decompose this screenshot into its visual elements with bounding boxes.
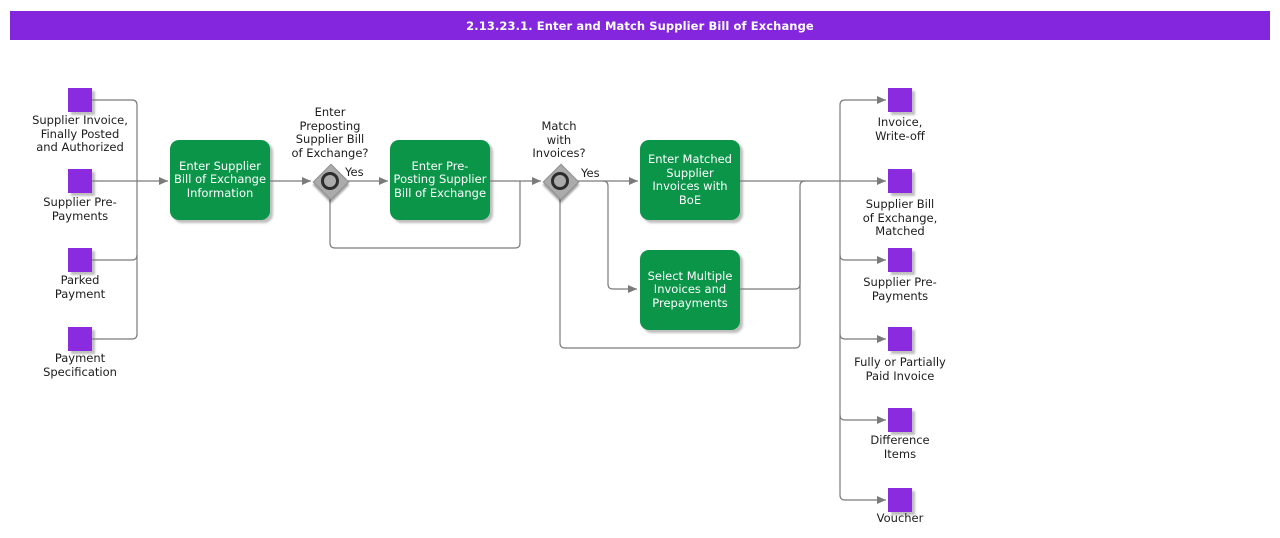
artifact-invoice-write-off-icon[interactable] xyxy=(888,88,912,112)
gateway-match-with-invoices-decision[interactable] xyxy=(542,163,580,201)
artifact-supplier-invoice-finally-posted-label: Supplier Invoice, Finally Posted and Aut… xyxy=(32,113,128,154)
connector-activity4-return xyxy=(740,200,801,290)
activity-label: Select Multiple Invoices and Prepayments xyxy=(647,268,733,310)
artifact-payment-specification-icon[interactable] xyxy=(68,327,92,351)
artifact-invoice-write-off-label: Invoice, Write-off xyxy=(875,115,925,143)
artifact-voucher-icon[interactable] xyxy=(888,488,912,512)
activity-label: Enter Supplier Bill of Exchange Informat… xyxy=(173,158,267,200)
gateway2-yes-label: Yes xyxy=(581,166,600,180)
artifact-voucher-label: Voucher xyxy=(876,511,924,525)
connector-branch-to-activity-4 xyxy=(602,180,637,293)
activity-enter-supplier-boe-information[interactable]: Enter Supplier Bill of Exchange Informat… xyxy=(170,140,270,220)
artifact-supplier-pre-payments-out-icon[interactable] xyxy=(888,248,912,272)
gateway-circle-icon xyxy=(551,172,569,190)
artifact-parked-payment-icon[interactable] xyxy=(68,248,92,272)
gateway1-yes-label: Yes xyxy=(345,165,364,179)
artifact-difference-items-label: Difference Items xyxy=(870,433,930,461)
connector-output-5 xyxy=(839,414,886,424)
connector-input-3 xyxy=(92,254,138,261)
gateway-match-question: Match with Invoices? xyxy=(532,119,586,160)
diagram-title-banner: 2.13.23.1. Enter and Match Supplier Bill… xyxy=(10,11,1270,40)
activity-select-multiple-invoices[interactable]: Select Multiple Invoices and Prepayments xyxy=(640,250,740,330)
artifact-supplier-pre-payments-in-icon[interactable] xyxy=(68,169,92,193)
artifact-difference-items-icon[interactable] xyxy=(888,408,912,432)
activity-label: Enter Pre- Posting Supplier Bill of Exch… xyxy=(393,158,487,200)
activity-enter-matched-supplier-invoices[interactable]: Enter Matched Supplier Invoices with BoE xyxy=(640,140,740,220)
artifact-payment-specification-label: Payment Specification xyxy=(43,351,117,379)
artifact-supplier-pre-payments-out-label: Supplier Pre- Payments xyxy=(863,275,937,303)
artifact-fully-partially-paid-invoice-icon[interactable] xyxy=(888,327,912,351)
activity-enter-preposting-supplier-boe[interactable]: Enter Pre- Posting Supplier Bill of Exch… xyxy=(390,140,490,220)
artifact-supplier-boe-matched-label: Supplier Bill of Exchange, Matched xyxy=(862,197,938,238)
connector-output-3 xyxy=(839,254,886,264)
artifact-supplier-boe-matched-icon[interactable] xyxy=(888,169,912,193)
gateway-circle-icon xyxy=(321,172,339,190)
artifact-supplier-pre-payments-in-label: Supplier Pre- Payments xyxy=(43,195,117,223)
gateway-preposting-question: Enter Preposting Supplier Bill of Exchan… xyxy=(291,105,369,160)
artifact-supplier-invoice-finally-posted-icon[interactable] xyxy=(68,88,92,112)
activity-label: Enter Matched Supplier Invoices with BoE xyxy=(648,152,732,207)
page-title: 2.13.23.1. Enter and Match Supplier Bill… xyxy=(466,18,814,33)
connector-output-4 xyxy=(839,333,886,343)
gateway-enter-preposting-decision[interactable] xyxy=(312,163,350,201)
artifact-fully-partially-paid-invoice-label: Fully or Partially Paid Invoice xyxy=(854,355,946,383)
artifact-parked-payment-label: Parked Payment xyxy=(54,273,106,301)
